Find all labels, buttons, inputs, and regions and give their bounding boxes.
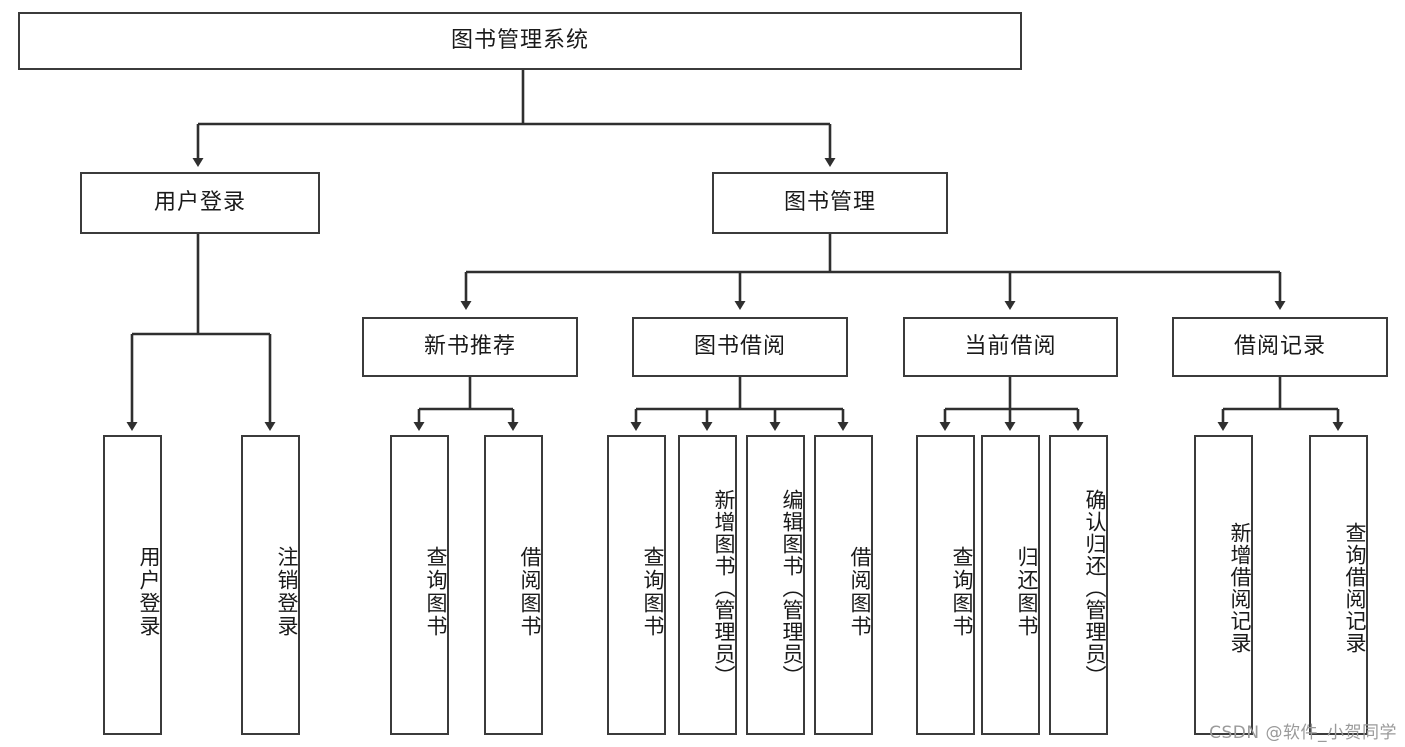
node-label: 确认归还（管理员） (1083, 489, 1107, 687)
leaf-current-borrow-query[interactable]: 查询图书 (916, 435, 975, 735)
leaf-current-borrow-return[interactable]: 归还图书 (981, 435, 1040, 735)
node-label: 借阅图书 (518, 546, 542, 638)
node-label: 图书借阅 (693, 333, 786, 359)
node-label: 注销登录 (275, 546, 299, 638)
leaf-book-borrow-add[interactable]: 新增图书（管理员） (678, 435, 737, 735)
node-book-management[interactable]: 图书管理 (712, 172, 948, 234)
node-label: 归还图书 (1015, 546, 1039, 638)
node-label: 图书管理系统 (450, 27, 589, 53)
node-label: 编辑图书（管理员） (780, 489, 804, 687)
node-label: 用户登录 (137, 546, 161, 638)
leaf-current-borrow-confirm-return[interactable]: 确认归还（管理员） (1049, 435, 1108, 735)
node-borrow-record[interactable]: 借阅记录 (1172, 317, 1388, 377)
leaf-borrow-record-query[interactable]: 查询借阅记录 (1309, 435, 1368, 735)
leaf-book-borrow-borrow[interactable]: 借阅图书 (814, 435, 873, 735)
leaf-book-borrow-query[interactable]: 查询图书 (607, 435, 666, 735)
node-label: 新书推荐 (423, 333, 516, 359)
leaf-new-book-borrow[interactable]: 借阅图书 (484, 435, 543, 735)
leaf-user-login-login[interactable]: 用户登录 (103, 435, 162, 735)
node-user-login[interactable]: 用户登录 (80, 172, 320, 234)
leaf-book-borrow-edit[interactable]: 编辑图书（管理员） (746, 435, 805, 735)
node-label: 当前借阅 (964, 333, 1057, 359)
node-current-borrow[interactable]: 当前借阅 (903, 317, 1118, 377)
node-root[interactable]: 图书管理系统 (18, 12, 1022, 70)
node-label: 查询图书 (641, 546, 665, 638)
node-book-borrow[interactable]: 图书借阅 (632, 317, 848, 377)
leaf-user-login-logout[interactable]: 注销登录 (241, 435, 300, 735)
node-label: 新增图书（管理员） (712, 489, 736, 687)
node-label: 借阅记录 (1233, 333, 1326, 359)
leaf-borrow-record-add[interactable]: 新增借阅记录 (1194, 435, 1253, 735)
node-label: 图书管理 (783, 189, 876, 215)
node-label: 查询借阅记录 (1343, 522, 1367, 654)
node-label: 查询图书 (950, 546, 974, 638)
leaf-new-book-query[interactable]: 查询图书 (390, 435, 449, 735)
node-new-book-recommend[interactable]: 新书推荐 (362, 317, 578, 377)
node-label: 借阅图书 (848, 546, 872, 638)
node-label: 新增借阅记录 (1228, 522, 1252, 654)
node-label: 用户登录 (153, 189, 246, 215)
node-label: 查询图书 (424, 546, 448, 638)
watermark: CSDN @软件_小贺同学 (1209, 723, 1397, 743)
